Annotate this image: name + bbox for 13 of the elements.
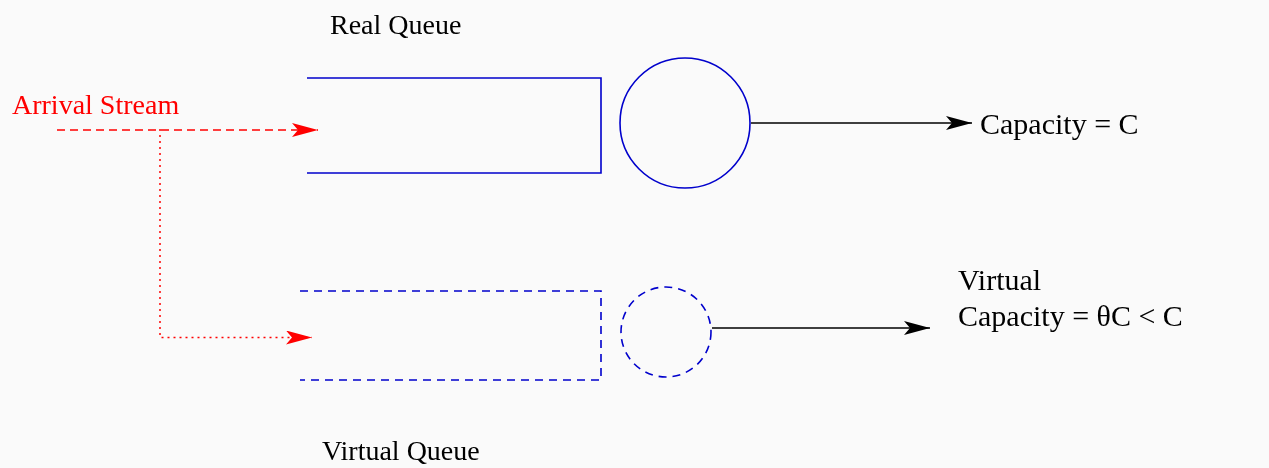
node-label: Virtual Capacity = θC < C xyxy=(958,262,1268,334)
virtual-server-circle xyxy=(620,286,712,378)
arrow xyxy=(750,116,973,130)
node-label: Arrival Stream xyxy=(12,88,226,122)
node-label: Capacity = C xyxy=(980,106,1180,142)
queue-label: Real Queue xyxy=(330,8,462,42)
arrow xyxy=(159,128,313,345)
server-circle xyxy=(619,57,751,189)
arrow xyxy=(711,321,931,335)
virtual-queue-buffer xyxy=(299,290,602,381)
queue-buffer xyxy=(306,77,602,174)
queue-label: Virtual Queue xyxy=(322,434,480,468)
arrow xyxy=(56,123,319,137)
